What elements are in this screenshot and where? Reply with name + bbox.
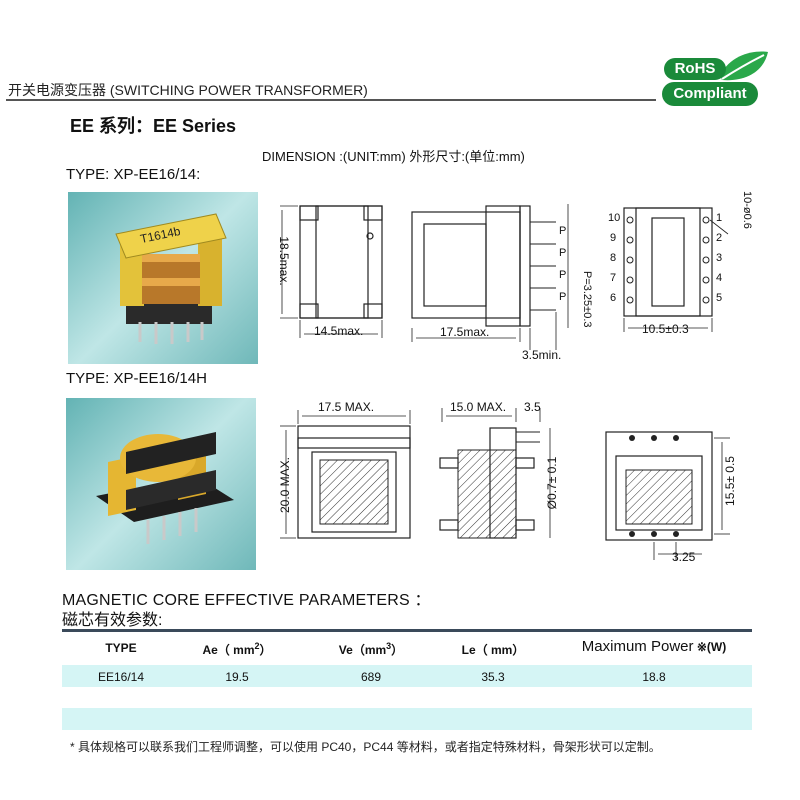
pin-7: 7 — [610, 272, 617, 284]
type2-front-view-drawing: 17.5 MAX. 20.0 MAX. — [272, 398, 422, 548]
type2-width-dimension: 17.5 MAX. — [318, 400, 375, 414]
pitch-mark-2: P — [559, 247, 567, 259]
type2-height-dimension: 20.0 MAX. — [278, 456, 292, 514]
type1-side-view-drawing: 18.5max. 14.5max. — [268, 196, 388, 346]
rohs-text: RoHS — [674, 60, 716, 77]
type2-pin-length-dimension: 3.5 — [524, 400, 541, 414]
type1-front-view-drawing: P P P P P=3.25±0.3 17.5max. 3.5min. — [406, 200, 606, 375]
table-row-empty — [62, 708, 752, 730]
header-ve: Ve（mm3） — [338, 641, 404, 657]
h-side-outline — [439, 408, 551, 539]
cell-power: 18.8 — [642, 670, 666, 684]
header-title: 开关电源变压器 (SWITCHING POWER TRANSFORMER) — [8, 82, 368, 98]
header-power: Maximum Power ※(W) — [581, 638, 727, 655]
type1-length-dimension: 17.5max. — [440, 325, 490, 339]
pitch-mark-4: P — [559, 291, 567, 303]
table-row — [62, 665, 752, 687]
pin-row-width-dimension: 10.5±0.3 — [642, 322, 689, 336]
cell-ae: 19.5 — [225, 670, 249, 684]
pin-9: 9 — [610, 232, 617, 244]
type1-height-dimension: 18.5max. — [277, 236, 291, 286]
h-bottom-outline — [605, 431, 730, 560]
transformer-h-illustration — [96, 432, 234, 544]
dimension-note: DIMENSION :(UNIT:mm) 外形尺寸:(单位:mm) — [262, 149, 525, 164]
pin-6: 6 — [610, 292, 617, 304]
type2-pitch-dimension: 3.25 — [672, 550, 696, 564]
type1-product-photo: T1614b — [68, 192, 258, 364]
footnote: * 具体规格可以联系我们工程师调整，可以使用 PC40，PC44 等材料，或者指… — [70, 740, 661, 754]
series-title: EE 系列：EE Series — [70, 116, 237, 136]
type2-product-photo — [66, 398, 256, 570]
header-type: TYPE — [105, 641, 137, 655]
pin-8: 8 — [610, 252, 617, 264]
pin-4: 4 — [716, 272, 723, 284]
cell-le: 35.3 — [481, 670, 505, 684]
pin-3: 3 — [716, 252, 723, 264]
cell-ve: 689 — [360, 670, 382, 684]
pitch-mark-3: P — [559, 269, 567, 281]
cell-type: EE16/14 — [97, 670, 145, 684]
pitch-mark-1: P — [559, 225, 567, 237]
params-subtitle: 磁芯有效参数: — [62, 612, 163, 629]
type2-span-dimension: 15.5± 0.5 — [723, 456, 737, 506]
header-ae: Ae（ mm2） — [202, 641, 272, 657]
type2-bottom-view-drawing: 15.5± 0.5 3.25 — [602, 426, 752, 566]
rohs-compliant-logo: RoHS Compliant — [660, 48, 770, 110]
type2-pin-diameter-dimension: Ø0.7± 0.1 — [545, 456, 559, 510]
type1-label: TYPE: XP-EE16/14: — [66, 166, 201, 183]
pin-2: 2 — [716, 232, 723, 244]
pin-1: 1 — [716, 212, 723, 224]
header-divider — [6, 99, 656, 101]
type2-side-view-drawing: 15.0 MAX. 3.5 Ø0.7± 0.1 — [430, 398, 590, 548]
params-title: MAGNETIC CORE EFFECTIVE PARAMETERS ： — [62, 592, 431, 609]
pin-diameter-dimension: 10-ø0.6 — [741, 191, 753, 229]
type2-label: TYPE: XP-EE16/14H — [66, 370, 207, 387]
type2-depth-dimension: 15.0 MAX. — [450, 400, 507, 414]
pin-10: 10 — [608, 212, 621, 224]
pin-pitch-dimension: P=3.25±0.3 — [581, 271, 593, 328]
pin-5: 5 — [716, 292, 723, 304]
header-le: Le（ mm） — [461, 643, 525, 657]
side-view-outline — [280, 205, 383, 338]
type1-width-dimension: 14.5max. — [314, 324, 364, 338]
bottom-view-outline — [623, 207, 729, 332]
pin-length-dimension: 3.5min. — [522, 348, 562, 362]
h-front-outline — [280, 410, 411, 539]
type1-bottom-view-drawing: 10 9 8 7 6 1 2 3 4 5 10-ø0.6 10.5±0.3 — [606, 191, 756, 350]
transformer-illustration — [115, 213, 227, 344]
table-top-rule — [62, 629, 752, 632]
rohs-leaf-icon — [662, 51, 768, 106]
compliant-text: Compliant — [673, 85, 747, 102]
front-view-outline — [411, 204, 569, 350]
